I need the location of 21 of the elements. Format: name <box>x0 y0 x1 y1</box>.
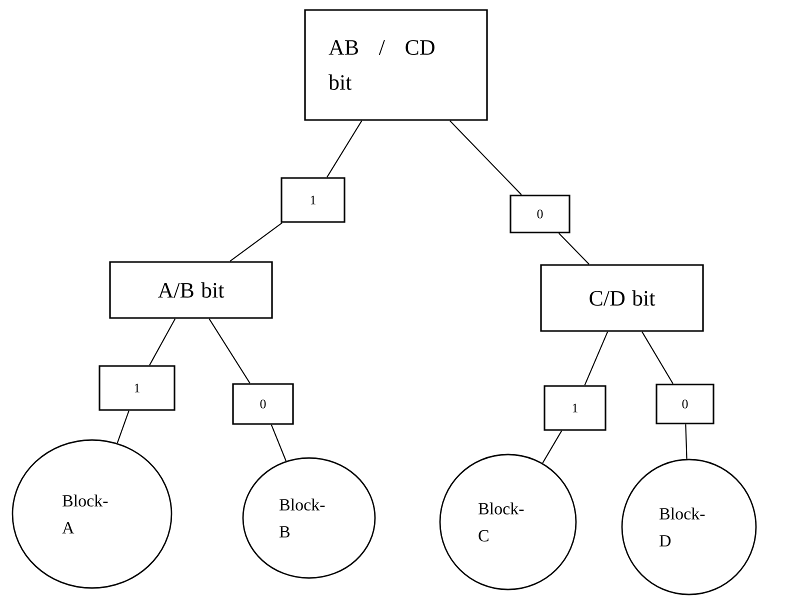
bit-value-box: 1 <box>98 365 176 411</box>
connector-line <box>116 410 130 444</box>
connector-line <box>685 424 688 459</box>
connector-line <box>450 120 522 196</box>
connector-line <box>642 332 674 384</box>
bit-value-box: 0 <box>232 383 294 425</box>
connector-line <box>270 424 287 462</box>
bit-value-box: 0 <box>510 194 570 234</box>
bit-value-box: 1 <box>544 385 606 431</box>
connector-line <box>542 430 562 464</box>
connector-line <box>208 318 250 384</box>
decision-box: A/B bit <box>109 261 273 319</box>
root-box: AB / CD bit <box>304 9 488 121</box>
connector-line <box>584 332 608 386</box>
connector-line <box>326 120 362 178</box>
bit-value-box: 1 <box>280 177 346 223</box>
decision-box: C/D bit <box>540 264 704 332</box>
connector-line <box>230 222 282 262</box>
connector-line <box>558 232 590 265</box>
bit-value-box: 0 <box>656 384 714 424</box>
connector-line <box>149 318 176 366</box>
